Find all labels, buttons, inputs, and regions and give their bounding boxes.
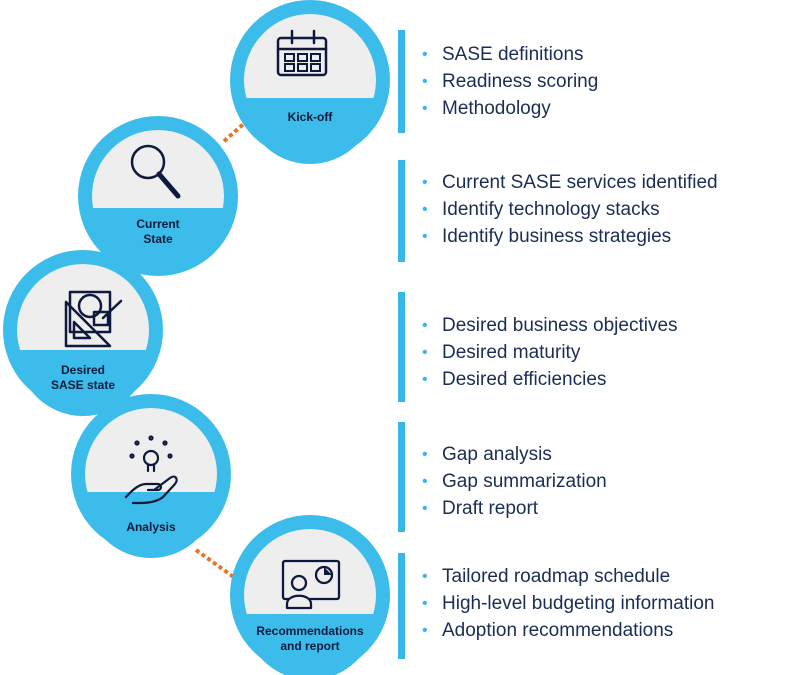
bullet-item: • Draft report (420, 495, 607, 522)
bullet-item: • Identify business strategies (420, 223, 718, 250)
bullet-dot-icon: • (422, 595, 428, 612)
stage-recommendations-label: Recommendations and report (240, 624, 380, 654)
bullet-dot-icon: • (422, 201, 428, 218)
stage-analysis-label: Analysis (126, 520, 176, 534)
bullet-item: • Gap analysis (420, 441, 607, 468)
connector-line (194, 548, 237, 580)
bullet-dot-icon: • (422, 446, 428, 463)
bullet-text: Desired efficiencies (442, 369, 607, 390)
stage-current-state-label-line: State (143, 232, 173, 246)
bullet-item: • Identify technology stacks (420, 196, 718, 223)
stage-analysis-list: • Gap analysis • Gap summarization • Draft re… (420, 441, 607, 522)
bullet-dot-icon: • (422, 100, 428, 117)
stage-recommendations-label-line: and report (280, 639, 340, 653)
calendar-icon (276, 29, 328, 77)
bullet-dot-icon: • (422, 622, 428, 639)
bullet-text: Gap analysis (442, 444, 552, 465)
bullet-text: Tailored roadmap schedule (442, 566, 671, 587)
bullet-text: Identify business strategies (442, 226, 672, 247)
bullet-dot-icon: • (422, 371, 428, 388)
bullet-item: • Readiness scoring (420, 68, 598, 95)
stage-current-state-label-line: Current (136, 217, 180, 231)
stage-desired-state-label: Desired SASE state (18, 363, 148, 393)
idea-hand-icon (124, 435, 178, 505)
connector-line (220, 118, 250, 145)
stage-recommendations-label-line: Recommendations (256, 624, 364, 638)
stage-analysis-circle (71, 394, 231, 558)
bullet-dot-icon: • (422, 317, 428, 334)
stage-analysis-bar (398, 422, 405, 532)
bullet-dot-icon: • (422, 174, 428, 191)
stage-kickoff-bar (398, 30, 405, 133)
bullet-dot-icon: • (422, 46, 428, 63)
stage-recommendations-bar (398, 553, 405, 659)
bullet-dot-icon: • (422, 568, 428, 585)
bullet-text: Desired maturity (442, 342, 581, 363)
bullet-item: • Tailored roadmap schedule (420, 563, 715, 590)
bullet-dot-icon: • (422, 500, 428, 517)
stage-kickoff-list: • SASE definitions • Readiness scoring • Meth… (420, 41, 598, 122)
bullet-text: SASE definitions (442, 44, 584, 65)
presentation-icon (281, 559, 341, 610)
bullet-dot-icon: • (422, 344, 428, 361)
bullet-dot-icon: • (422, 73, 428, 90)
stage-desired-state-bar (398, 292, 405, 402)
bullet-text: Current SASE services identified (442, 172, 718, 193)
stage-desired-state-label-line: SASE state (50, 378, 116, 392)
stage-current-state-list: • Current SASE services identified • Identi… (420, 169, 718, 250)
stage-recommendations-circle (230, 515, 390, 675)
bullet-item: • Gap summarization (420, 468, 607, 495)
bullet-item: • Desired efficiencies (420, 366, 678, 393)
bullet-text: Draft report (442, 498, 539, 519)
stage-current-state-circle (78, 116, 238, 276)
bullet-item: • Current SASE services identified (420, 169, 718, 196)
bullet-text: Desired business objectives (442, 315, 678, 336)
magnifier-icon (130, 144, 181, 199)
stage-kickoff-label: Kick-off (287, 110, 333, 124)
bullet-text: Adoption recommendations (442, 620, 674, 641)
stage-current-state-label: Current State (93, 217, 223, 247)
bullet-item: • SASE definitions (420, 41, 598, 68)
bullet-text: Identify technology stacks (442, 199, 660, 220)
bullet-item: • Desired maturity (420, 339, 678, 366)
bullet-item: • Adoption recommendations (420, 617, 715, 644)
stage-desired-state-label-line: Desired (60, 363, 106, 377)
stage-current-state-bar (398, 160, 405, 262)
bullet-item: • Desired business objectives (420, 312, 678, 339)
stage-kickoff-circle (230, 0, 390, 164)
bullet-text: Methodology (442, 98, 551, 119)
bullet-text: Gap summarization (442, 471, 607, 492)
bullet-dot-icon: • (422, 228, 428, 245)
bullet-item: • High-level budgeting information (420, 590, 715, 617)
stage-recommendations-list: • Tailored roadmap schedule • High-level bu… (420, 563, 715, 644)
bullet-text: High-level budgeting information (442, 593, 715, 614)
design-tools-icon (64, 290, 123, 348)
bullet-text: Readiness scoring (442, 71, 599, 92)
stage-desired-state-list: • Desired business objectives • Desired mat… (420, 312, 678, 393)
bullet-item: • Methodology (420, 95, 598, 122)
bullet-dot-icon: • (422, 473, 428, 490)
